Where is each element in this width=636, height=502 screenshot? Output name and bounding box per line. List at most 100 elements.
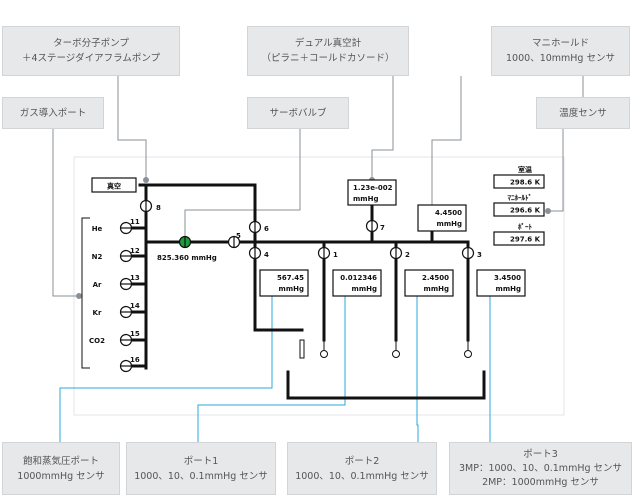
- callout-leaders: [52, 76, 590, 297]
- valve-number: 4: [264, 251, 269, 259]
- valve-number: 11: [130, 218, 140, 226]
- port-leaders: [59, 293, 491, 442]
- valve-icon[interactable]: [365, 219, 379, 233]
- valve-icon[interactable]: [119, 249, 133, 263]
- valve-number: 2: [405, 251, 410, 259]
- callout-temp-sensor: 温度センサ: [536, 97, 630, 129]
- port-readout: [332, 269, 382, 297]
- port-readout-text: 2.4500: [422, 274, 449, 282]
- callout-line: ターボ分子ポンプ: [53, 38, 129, 49]
- port-readout-text: 0.012346: [340, 274, 377, 282]
- temperature-value: 297.6 K: [510, 236, 541, 244]
- callout-line: 2MP：1000mmHg センサ: [482, 476, 599, 488]
- valve-number: 5: [236, 232, 241, 240]
- callout-dual-gauge: デュアル真空計 （ピラニ＋コールドカソード）: [247, 26, 409, 76]
- callout-line: ＋4ステージダイアフラムポンプ: [21, 53, 161, 64]
- valve-number: 16: [130, 356, 140, 364]
- manifold-readout-text: 4.4500: [435, 209, 462, 217]
- port-readout-text: mmHg: [279, 285, 304, 293]
- valve-number: 7: [380, 224, 385, 232]
- callout-line: 1000、10、0.1mmHg センサ: [295, 470, 429, 482]
- gas-bracket: [81, 217, 90, 369]
- valve-number: 12: [130, 247, 140, 255]
- temperature-box: [493, 174, 545, 189]
- valve-number: 13: [130, 274, 140, 282]
- leader-dot: [76, 293, 82, 299]
- valve-number: 15: [130, 330, 140, 338]
- valve-icon[interactable]: [248, 220, 262, 234]
- valve-number: 14: [130, 302, 140, 310]
- callout-line: 3MP：1000、10、0.1mmHg センサ: [458, 462, 623, 474]
- manifold-readout-text: mmHg: [437, 220, 462, 228]
- callout-line: 飽和蒸気圧ポート: [22, 455, 99, 467]
- callout-line: （ピラニ＋コールドカソード）: [261, 53, 395, 64]
- port-readout-text: mmHg: [496, 285, 521, 293]
- gas-label: Kr: [93, 309, 102, 317]
- servo-reading: 825.360 mmHg: [157, 254, 217, 262]
- valve-number: 1: [333, 251, 338, 259]
- valve-number: 3: [477, 251, 482, 259]
- port-readout-text: 567.45: [277, 274, 304, 282]
- leader-dot: [143, 177, 149, 183]
- temperature-box: [493, 231, 545, 246]
- callout-line: 1000、10mmHg センサ: [506, 53, 615, 64]
- callout-port1: ポート1 1000、10、0.1mmHg センサ: [126, 442, 276, 495]
- callout-line: ポート2: [344, 455, 380, 467]
- temperature-label: ﾏﾆﾎｰﾙﾄﾞ: [508, 193, 533, 202]
- gauge-readouts: 1.23e-002 mmHg 4.4500 mmHg 567.45 mmHg 0.01234…: [259, 179, 526, 297]
- gas-label: N2: [92, 253, 103, 261]
- callout-line: ポート1: [183, 455, 219, 467]
- valve-icon[interactable]: [119, 359, 133, 373]
- valve-icon[interactable]: [119, 221, 133, 235]
- temperature-box: [493, 202, 545, 217]
- valve-icon[interactable]: [119, 333, 133, 347]
- callout-line: マニホールド: [531, 38, 589, 49]
- callout-line: ポート3: [523, 448, 558, 460]
- valve-icon[interactable]: [461, 246, 475, 260]
- vacuum-label: 真空: [107, 182, 121, 191]
- callout-port2: ポート2 1000、10、0.1mmHg センサ: [287, 442, 437, 495]
- callout-line: 温度センサ: [559, 107, 607, 119]
- vacuum-box: [91, 177, 137, 193]
- dual-gauge-readout: [347, 179, 397, 206]
- callout-line: ガス導入ポート: [19, 107, 87, 119]
- temperature-label: ﾎﾟｰﾄ: [518, 222, 532, 231]
- callout-line: デュアル真空計: [294, 38, 362, 49]
- dual-gauge-readout-text: mmHg: [353, 195, 378, 203]
- valve-icon[interactable]: [317, 246, 331, 260]
- callout-servo-valve: サーボバルブ: [247, 97, 349, 129]
- valve-icon[interactable]: [119, 277, 133, 291]
- gas-label: Ar: [93, 281, 102, 289]
- callout-port3: ポート3 3MP：1000、10、0.1mmHg センサ 2MP：1000mmH…: [449, 442, 632, 495]
- valve-number: 8: [156, 204, 161, 212]
- port-tubes: [299, 339, 472, 359]
- gas-label: CO2: [89, 337, 105, 345]
- port-readout: [259, 269, 309, 297]
- port-readout-text: mmHg: [424, 285, 449, 293]
- callout-gas-port: ガス導入ポート: [2, 97, 104, 129]
- port-readout: [476, 269, 526, 297]
- valve-icon[interactable]: [389, 246, 403, 260]
- valve-icon[interactable]: [139, 199, 153, 213]
- callout-turbo-pump: ターボ分子ポンプ ＋4ステージダイアフラムポンプ: [2, 26, 180, 76]
- port-readout: [404, 269, 454, 297]
- temperature-readouts: 室温 298.6 K ﾏﾆﾎｰﾙﾄﾞ 296.6 K ﾎﾟｰﾄ 297.6 K: [493, 165, 545, 246]
- callout-line: 1000、10、0.1mmHg センサ: [134, 470, 268, 482]
- callout-line: サーボバルブ: [269, 107, 327, 119]
- temperature-value: 296.6 K: [510, 207, 541, 215]
- port-readout-text: 3.4500: [494, 274, 521, 282]
- callout-manifold: マニホールド 1000、10mmHg センサ: [491, 26, 630, 76]
- callout-vapor-port: 飽和蒸気圧ポート 1000mmHg センサ: [2, 442, 120, 495]
- callout-line: 1000mmHg センサ: [17, 470, 105, 482]
- valve-icon[interactable]: [227, 235, 241, 249]
- gas-label: He: [92, 225, 103, 233]
- valve-number: 6: [264, 225, 269, 233]
- valve-icon[interactable]: [119, 305, 133, 319]
- temperature-value: 298.6 K: [510, 179, 541, 187]
- dual-gauge-readout-text: 1.23e-002: [353, 184, 393, 192]
- valve-icon[interactable]: [248, 246, 262, 260]
- temperature-label: 室温: [518, 165, 532, 174]
